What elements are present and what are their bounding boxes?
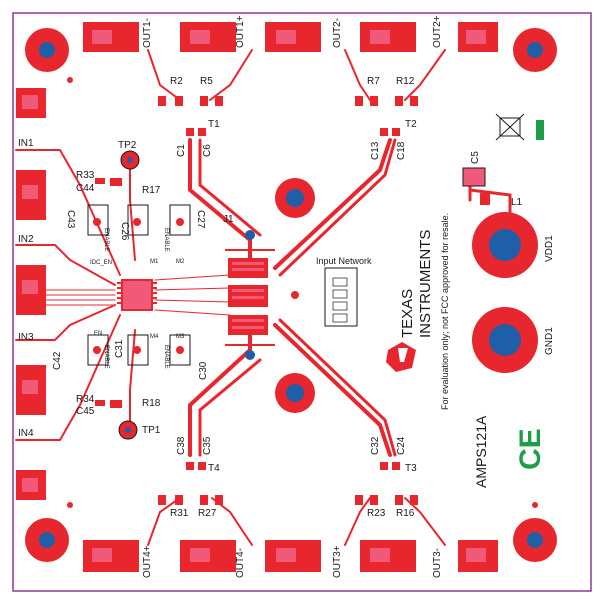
- label-c26: C26: [119, 222, 130, 241]
- test-points: [118, 150, 140, 440]
- label-out2-minus: OUT2-: [332, 18, 343, 48]
- label-c42: C42: [52, 351, 63, 370]
- label-out4-plus: OUT4+: [142, 545, 153, 578]
- label-r31: R31: [170, 508, 189, 519]
- label-out2-plus: OUT2+: [432, 15, 443, 48]
- label-gnd1: GND1: [544, 327, 555, 355]
- ti-name-line1: TEXAS: [399, 289, 416, 338]
- label-m2: M2: [176, 259, 185, 265]
- label-out1-plus: OUT1+: [235, 15, 246, 48]
- label-idc-en: IDC_EN: [90, 260, 112, 266]
- label-enable-2: ENABLE: [163, 228, 169, 252]
- label-tp1: TP1: [142, 425, 161, 436]
- label-c43: C43: [65, 210, 76, 229]
- disclaimer-text: For evaluation only; not FCC approved fo…: [440, 213, 450, 410]
- label-r16: R16: [396, 508, 415, 519]
- label-r23: R23: [367, 508, 386, 519]
- label-c18: C18: [396, 141, 407, 160]
- label-r17: R17: [142, 185, 161, 196]
- label-in2: IN2: [18, 234, 34, 245]
- amp-ic: [117, 279, 157, 311]
- label-out3-minus: OUT3-: [432, 548, 443, 578]
- label-in3: IN3: [18, 332, 34, 343]
- label-t3: T3: [405, 463, 417, 474]
- label-c13: C13: [370, 141, 381, 160]
- weee-icon: [495, 113, 525, 141]
- label-r33: R33: [76, 170, 95, 181]
- label-t4: T4: [208, 463, 220, 474]
- label-m1: M1: [150, 259, 159, 265]
- label-enable-4: ENABLE: [163, 345, 169, 369]
- mounting-holes: [25, 28, 557, 562]
- board-outline: [12, 12, 592, 592]
- green-bar: [536, 120, 544, 140]
- label-r27: R27: [198, 508, 217, 519]
- label-c1: C1: [176, 144, 187, 157]
- label-r7: R7: [367, 76, 380, 87]
- label-r12: R12: [396, 76, 415, 87]
- label-c6: C6: [202, 144, 213, 157]
- label-out4-minus: OUT4-: [235, 548, 246, 578]
- label-r34: R34: [76, 394, 95, 405]
- label-vdd1: VDD1: [544, 235, 555, 262]
- label-j1: J1: [223, 214, 234, 225]
- label-enable-1: ENABLE: [103, 228, 109, 252]
- ti-name-line2: INSTRUMENTS: [417, 230, 434, 338]
- label-r18: R18: [142, 398, 161, 409]
- label-c24: C24: [396, 436, 407, 455]
- input-network-title: Input Network: [316, 256, 372, 266]
- pad-dots: [22, 30, 486, 562]
- label-enable-3: ENABLE: [103, 345, 109, 369]
- label-m4: M4: [150, 334, 159, 340]
- label-m3: M3: [176, 334, 185, 340]
- label-out3-plus: OUT3+: [332, 545, 343, 578]
- copper-traces: [15, 49, 512, 546]
- label-r2: R2: [170, 76, 183, 87]
- label-out1-minus: OUT1-: [142, 18, 153, 48]
- label-in4: IN4: [18, 428, 34, 439]
- small-components: [87, 96, 490, 505]
- label-c30: C30: [198, 361, 209, 380]
- label-c44: C44: [76, 183, 95, 194]
- label-en: EN: [94, 331, 102, 337]
- label-t2: T2: [405, 119, 417, 130]
- label-c38: C38: [176, 436, 187, 455]
- label-c27: C27: [195, 210, 206, 229]
- board-name: AMPS121A: [473, 415, 489, 488]
- input-network-box: [324, 267, 358, 327]
- label-tp2: TP2: [118, 140, 137, 151]
- ti-logo: [386, 342, 416, 372]
- label-c35: C35: [202, 436, 213, 455]
- label-in1: IN1: [18, 138, 34, 149]
- label-t1: T1: [208, 119, 220, 130]
- j1-connector: [225, 249, 275, 346]
- label-c45: C45: [76, 406, 95, 417]
- label-c5: C5: [470, 151, 481, 164]
- ce-mark: CE: [514, 428, 547, 470]
- label-c32: C32: [370, 436, 381, 455]
- label-r5: R5: [200, 76, 213, 87]
- label-l1: L1: [511, 197, 523, 208]
- label-c31: C31: [114, 339, 125, 358]
